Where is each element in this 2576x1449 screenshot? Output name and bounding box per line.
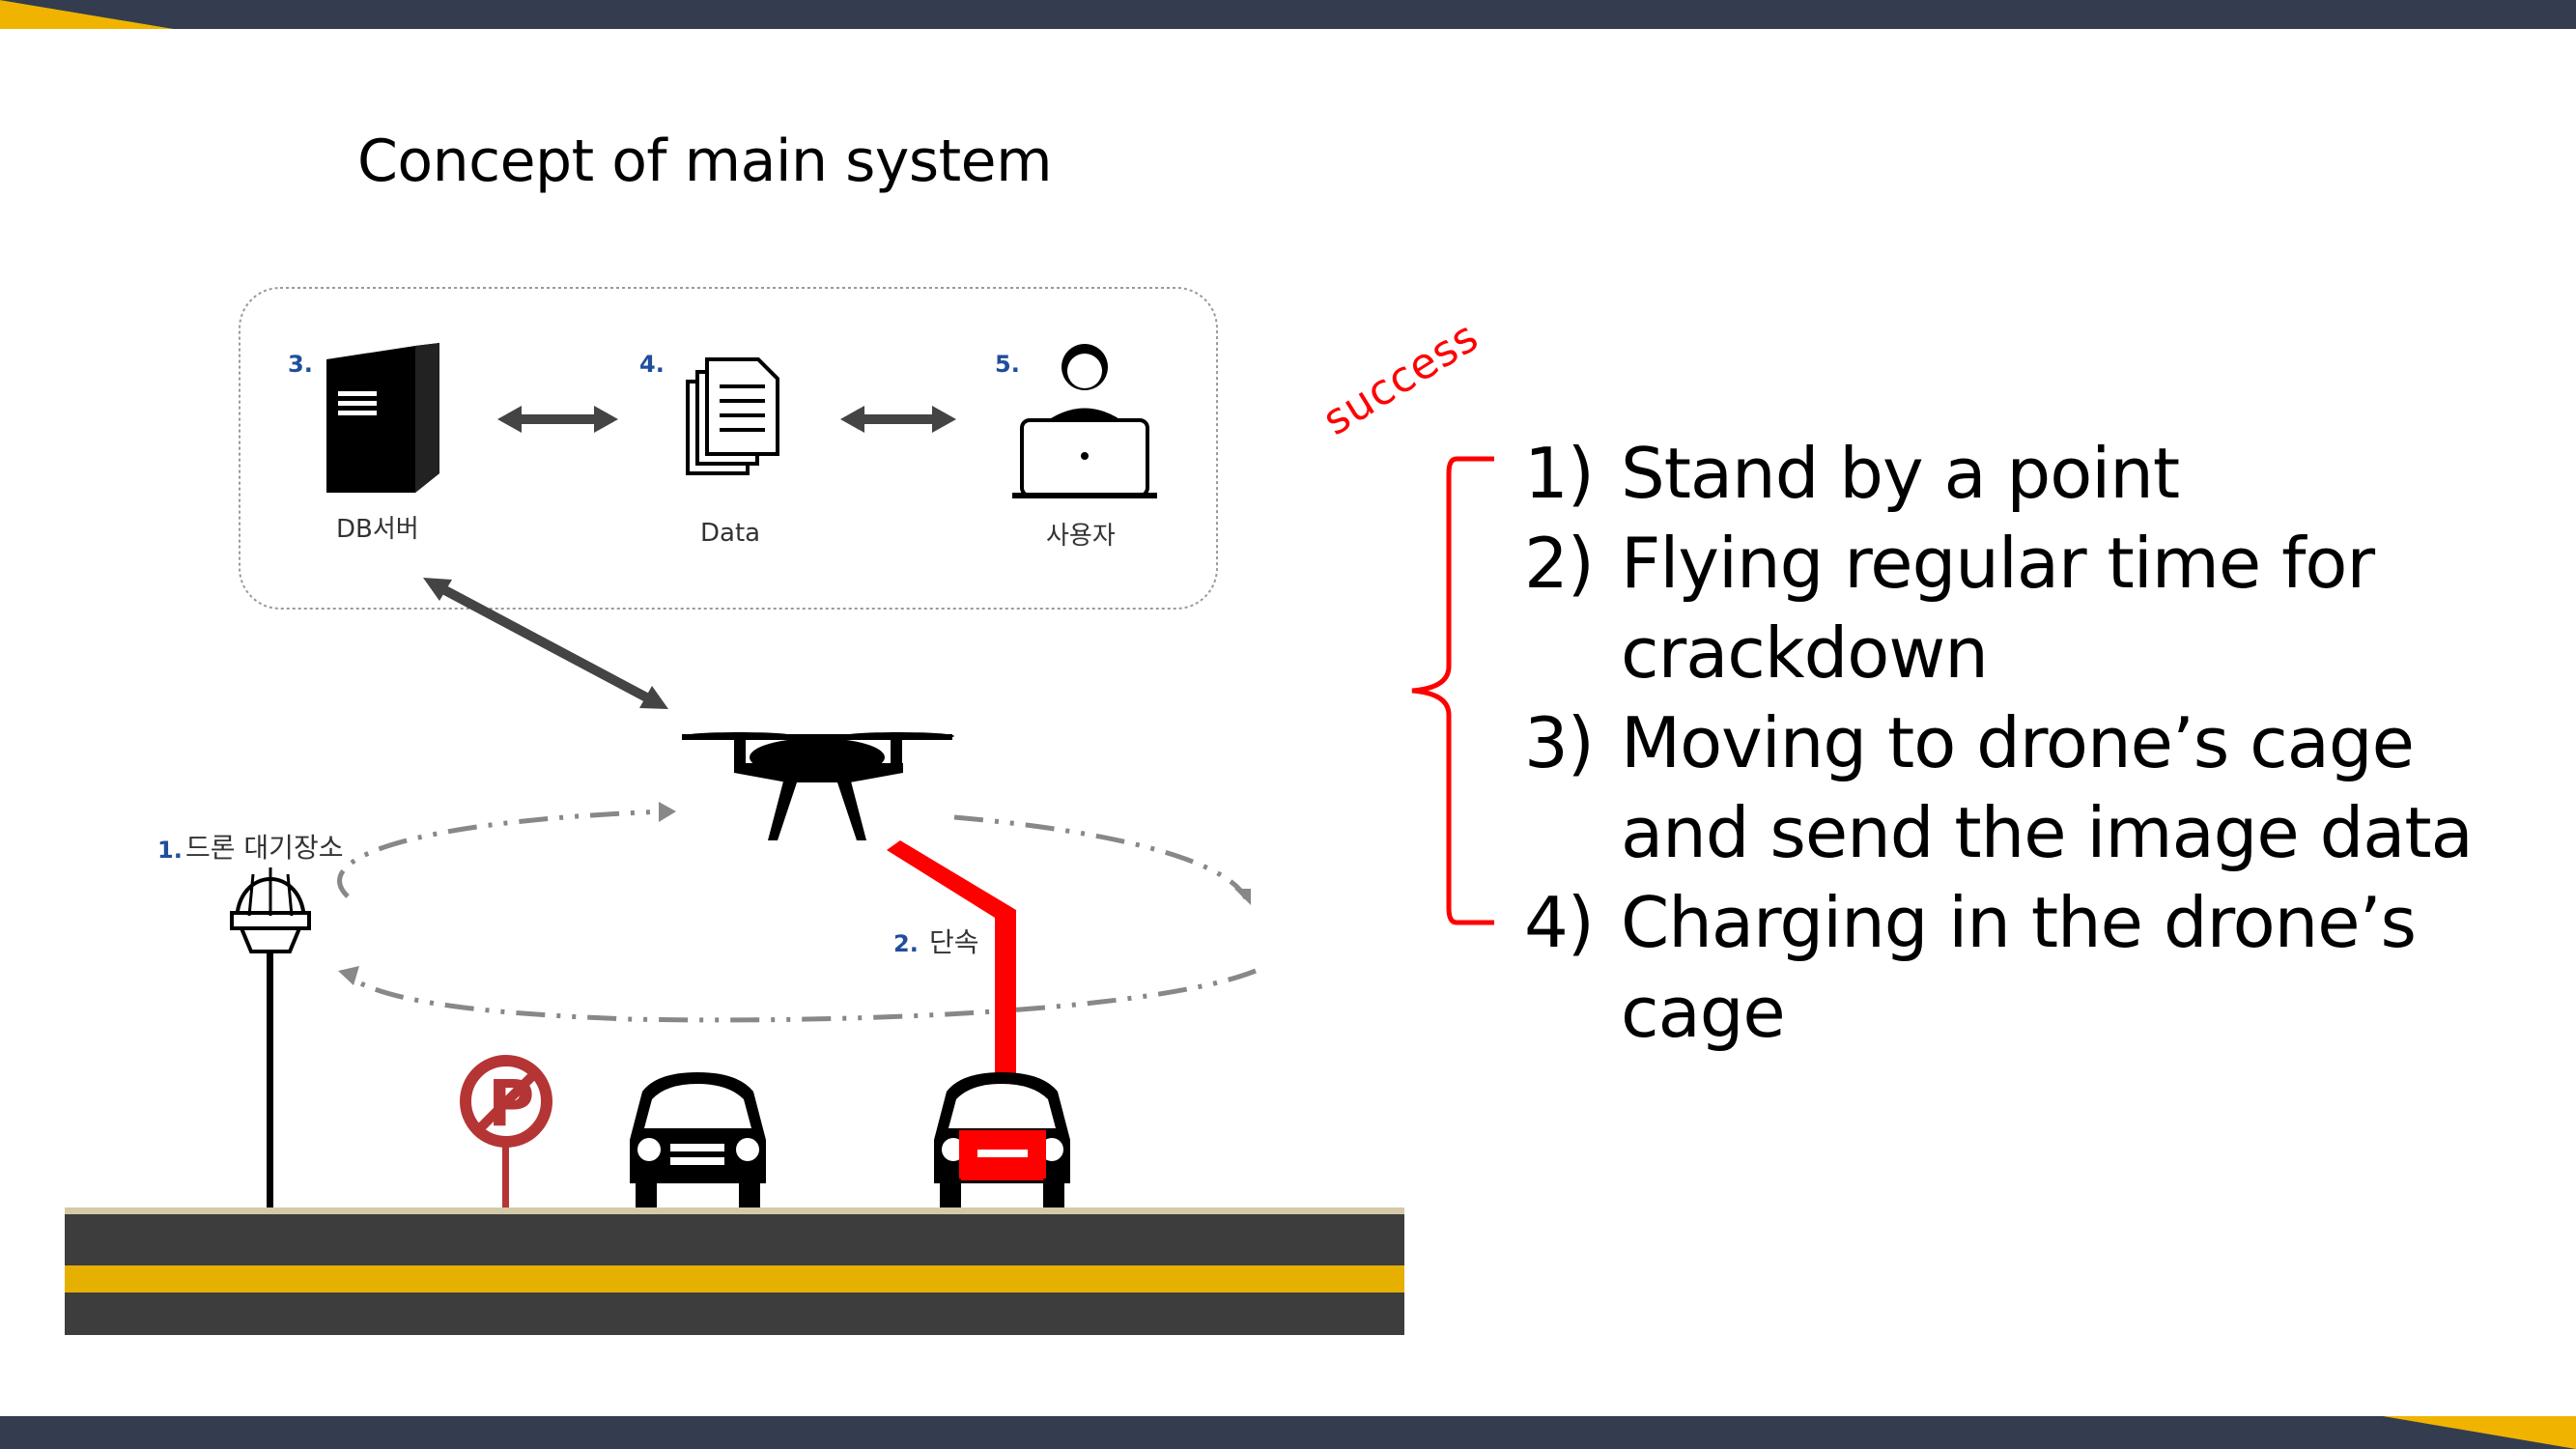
step-number: 4) bbox=[1524, 882, 1595, 963]
no-parking-sign-icon: P bbox=[460, 1055, 552, 1217]
step-number: 2) bbox=[1524, 523, 1595, 604]
server-icon bbox=[326, 343, 439, 493]
step-text: Stand by a point bbox=[1621, 433, 2180, 514]
step-text: Charging in the drone’s cage bbox=[1621, 882, 2417, 1053]
documents-icon bbox=[686, 357, 779, 475]
node-num-user: 5. bbox=[995, 351, 1020, 378]
arrow-data-user bbox=[840, 406, 956, 433]
node-num-data: 4. bbox=[639, 351, 665, 378]
step-number: 1) bbox=[1524, 433, 1595, 514]
crackdown-label-num: 2. bbox=[893, 930, 919, 957]
step-number: 3) bbox=[1524, 702, 1595, 783]
drone-cage-icon bbox=[230, 867, 311, 1217]
node-label-user: 사용자 bbox=[1046, 522, 1116, 551]
steps-bracket bbox=[1411, 456, 1494, 925]
step-text: Moving to drone’s cage and send the imag… bbox=[1621, 702, 2474, 873]
step-text: Flying regular time for crackdown bbox=[1621, 523, 2375, 694]
top-header-bar bbox=[0, 0, 2576, 29]
user-laptop-icon bbox=[1012, 344, 1157, 498]
cage-label: 드론 대기장소 bbox=[185, 832, 343, 864]
step-item: 2) Flying regular time for crackdown bbox=[1524, 519, 2548, 698]
bottom-gold-accent bbox=[2383, 1416, 2576, 1449]
step-item: 1) Stand by a point bbox=[1524, 429, 2548, 519]
system-box bbox=[239, 287, 1218, 610]
top-gold-accent bbox=[0, 0, 174, 29]
drone-icon bbox=[682, 732, 954, 840]
crackdown-label: 단속 bbox=[929, 926, 979, 958]
road bbox=[65, 1208, 1404, 1335]
cage-label-num: 1. bbox=[157, 837, 183, 864]
arrow-server-data bbox=[497, 406, 618, 433]
slide-title: Concept of main system bbox=[357, 128, 1053, 195]
step-item: 3) Moving to drone’s cage and send the i… bbox=[1524, 698, 2548, 878]
node-label-data: Data bbox=[700, 519, 760, 548]
flight-path bbox=[337, 802, 1257, 1023]
node-label-server: DB서버 bbox=[336, 515, 419, 544]
steps-list: 1) Stand by a point 2) Flying regular ti… bbox=[1524, 429, 2548, 1058]
step-item: 4) Charging in the drone’s cage bbox=[1524, 878, 2548, 1058]
car-icon bbox=[630, 1072, 766, 1213]
target-car-icon bbox=[934, 1072, 1070, 1213]
bottom-footer-bar bbox=[0, 1416, 2576, 1449]
node-num-server: 3. bbox=[288, 351, 313, 378]
arrow-server-drone bbox=[423, 578, 668, 709]
